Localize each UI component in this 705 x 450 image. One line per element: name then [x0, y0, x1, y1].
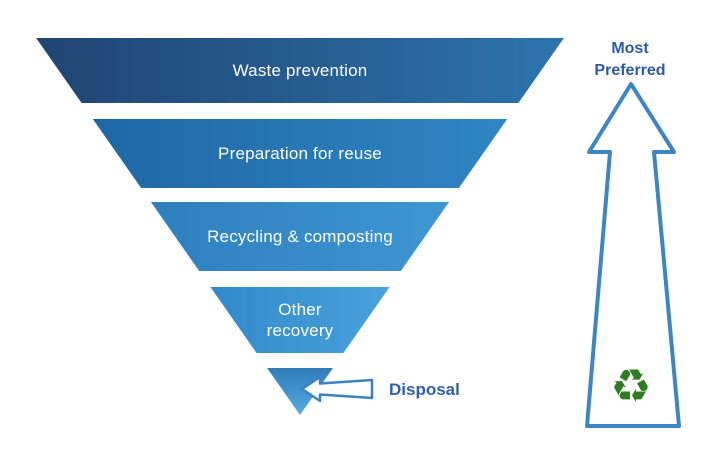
recycle-icon: ♻	[610, 359, 651, 413]
level-label-preparation-for-reuse: Preparation for reuse	[218, 144, 382, 163]
level-label-waste-prevention: Waste prevention	[233, 61, 368, 80]
level-label-other-recovery-line2: recovery	[267, 321, 334, 340]
most-preferred-label-line1: Most	[611, 40, 649, 57]
most-preferred-label-line2: Preferred	[594, 62, 665, 79]
level-label-other-recovery-line1: Other	[278, 300, 322, 319]
disposal-pointer-arrow-icon	[300, 375, 374, 403]
pyramid-level-recycling-composting	[150, 202, 450, 271]
pyramid-level-preparation-for-reuse	[92, 119, 508, 188]
level-label-recycling-composting: Recycling & composting	[207, 227, 393, 246]
pyramid-level-waste-prevention	[36, 38, 564, 103]
pyramid-level-other-recovery	[210, 287, 390, 353]
disposal-label: Disposal	[389, 380, 460, 399]
preference-up-arrow-icon	[585, 82, 681, 428]
